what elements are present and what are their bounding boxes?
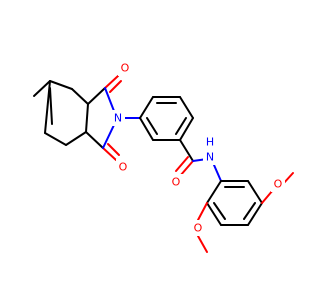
bond-amide-n-aryl	[213, 164, 222, 182]
bond-bz2-2	[247, 180, 263, 204]
bond-ome-left-1	[197, 202, 208, 221]
bond-bz1-4	[179, 117, 194, 141]
bond-bz2-6	[206, 180, 222, 204]
atom-o-amide: O	[172, 176, 181, 189]
bond-ring6-double	[49, 87, 53, 125]
atom-h-amide: H	[206, 136, 214, 149]
bond-bz1-d3	[146, 117, 158, 135]
bond-ome-left-2	[197, 235, 208, 253]
atom-n-imide: N	[114, 112, 122, 125]
bond-bz2-d3	[213, 202, 226, 220]
atom-o-bottom: O	[119, 161, 128, 174]
bond-co-bottom-b	[107, 143, 120, 156]
molecule-structure: O O N O N H O O	[33, 60, 294, 253]
bond-co-top-b	[109, 80, 122, 93]
amide-group	[175, 139, 222, 182]
bond-co-bottom-a	[102, 147, 117, 161]
bond-ring5-1	[87, 87, 106, 105]
bond-bz1-3	[179, 96, 194, 119]
bond-bz2-d2	[243, 202, 256, 220]
bond-cn-bottom	[102, 124, 115, 149]
bond-ring6-4	[65, 131, 87, 146]
bond-ring6-5	[44, 132, 67, 146]
bond-ring6-3	[85, 103, 89, 133]
bond-bz1-6	[139, 117, 154, 141]
bond-bz2-3	[247, 202, 263, 226]
atom-o-methoxy-left: O	[194, 222, 203, 235]
atom-labels: O O N O N H O O	[111, 60, 285, 236]
bond-ome-right-1	[261, 189, 274, 204]
atom-n-amide: N	[206, 151, 214, 164]
bond-ring6-1	[49, 80, 73, 90]
bond-amide-co-b	[175, 156, 189, 172]
benzene-central	[139, 96, 194, 141]
imide-carbonyls	[102, 75, 141, 161]
bond-ring6-2	[71, 88, 89, 105]
bond-amide-co-a	[179, 160, 194, 177]
bond-cn-top	[104, 87, 115, 112]
bond-bz1-d2	[175, 117, 187, 135]
atom-o-top: O	[121, 62, 130, 75]
bond-ring5-2	[85, 131, 104, 149]
bond-aryl-carbonyl	[179, 139, 194, 162]
bicyclic-ring	[33, 80, 106, 149]
bond-bz1-1	[139, 96, 154, 119]
bond-co-top-a	[104, 75, 119, 89]
bond-methyl	[33, 80, 51, 97]
bond-bz2-5	[206, 202, 222, 226]
atom-o-methoxy-right: O	[274, 178, 283, 191]
